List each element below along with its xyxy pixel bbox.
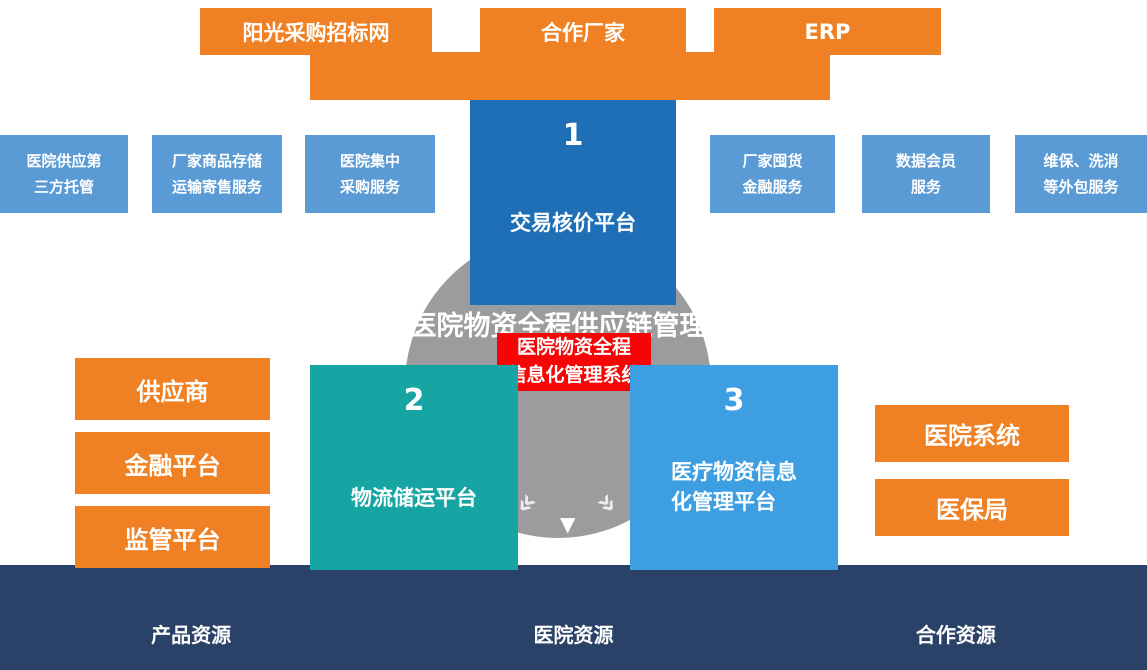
platform-trade-pricing: 1 交易核价平台 [470,100,676,305]
partner-medical-insurance-bureau: 医保局 [875,479,1069,536]
tab-partner-manufacturers: 合作厂家 [480,8,686,55]
platform-logistics-storage: 2 物流储运平台 [310,365,518,570]
arrow-down-icon: ▼ [560,512,576,536]
service-manufacturer-storage-consignment: 厂家商品存储 运输寄售服务 [152,135,282,213]
tab-label: 合作厂家 [541,20,625,45]
service-hospital-third-party-hosting: 医院供应第 三方托管 [0,135,128,213]
partner-label: 医保局 [936,496,1008,524]
bottom-resource-bar: 产品资源 医院资源 合作资源 [0,565,1147,670]
partner-label: 医院系统 [924,422,1020,450]
service-label: 维保、洗消 等外包服务 [1043,151,1119,196]
bottom-item-hospital-resources: 医院资源 [533,623,614,647]
service-maintenance-outsourcing: 维保、洗消 等外包服务 [1015,135,1147,213]
platform-number: 2 [403,383,425,418]
service-label: 厂家商品存储 运输寄售服务 [171,151,262,196]
platform-number: 1 [562,118,584,153]
service-hospital-centralized-procurement: 医院集中 采购服务 [305,135,435,213]
tab-erp: ERP [714,8,941,55]
top-connector-band [310,52,830,100]
partner-label: 供应商 [136,377,209,406]
platform-name: 交易核价平台 [510,211,636,235]
partner-label: 监管平台 [124,525,221,554]
partner-finance-platform: 金融平台 [75,432,270,494]
highlight-label: 医院物资全程 信息化管理系统 [507,336,641,386]
service-label: 医院供应第 三方托管 [26,151,102,196]
tab-label: 阳光采购招标网 [242,20,390,45]
service-label: 数据会员 服务 [895,151,956,196]
platform-medical-info-management: 3 医疗物资信息 化管理平台 [630,365,838,570]
service-label: 厂家囤货 金融服务 [742,151,803,196]
tab-sunshine-procurement-network: 阳光采购招标网 [200,8,432,55]
bottom-item-product-resources: 产品资源 [151,623,232,647]
service-manufacturer-stock-finance: 厂家囤货 金融服务 [710,135,835,213]
partner-supplier: 供应商 [75,358,270,420]
highlight-red-box: 医院物资全程 信息化管理系统 [497,333,651,391]
tab-label: ERP [804,19,851,44]
platform-name: 物流储运平台 [351,486,477,510]
service-label: 医院集中 采购服务 [339,151,400,196]
service-data-membership: 数据会员 服务 [862,135,990,213]
platform-number: 3 [723,383,745,418]
platform-name: 医疗物资信息 化管理平台 [671,460,797,515]
partner-regulator-platform: 监管平台 [75,506,270,568]
partner-hospital-system: 医院系统 [875,405,1069,462]
partner-label: 金融平台 [124,451,221,480]
bottom-item-cooperation-resources: 合作资源 [915,623,996,647]
